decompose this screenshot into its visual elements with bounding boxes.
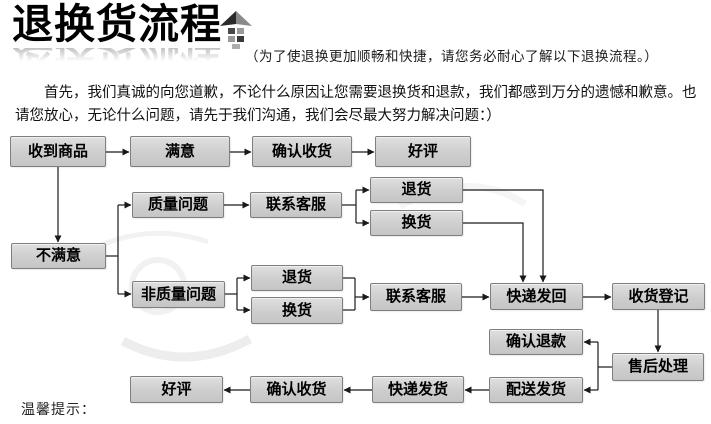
flow-node-satisfied: 满意 bbox=[130, 136, 230, 167]
flow-node-confirm-refund: 确认退款 bbox=[489, 329, 583, 355]
flow-node-unsatisfied: 不满意 bbox=[11, 243, 106, 269]
flow-node-quality-issue: 质量问题 bbox=[132, 192, 224, 218]
flow-node-contact-service-quality: 联系客服 bbox=[250, 192, 342, 218]
flow-node-confirm-receipt-top: 确认收货 bbox=[252, 136, 352, 167]
flow-edge bbox=[463, 222, 527, 283]
page-title: 退换货流程 bbox=[12, 1, 222, 47]
flow-node-exchange-quality: 换货 bbox=[370, 210, 463, 236]
flow-edge bbox=[463, 189, 547, 283]
page-subtitle: （为了使退换更加顺畅和快捷，请您务必耐心了解以下退换流程。） bbox=[245, 49, 659, 64]
flow-node-contact-service-nonquality: 联系客服 bbox=[370, 283, 462, 311]
flow-node-confirm-receipt-bottom: 确认收货 bbox=[250, 376, 343, 403]
flow-node-praise-top: 好评 bbox=[375, 136, 471, 167]
flow-node-express-send-back: 快递发回 bbox=[490, 283, 583, 310]
flow-node-exchange-nonquality: 换货 bbox=[251, 297, 343, 324]
flow-node-return-quality: 退货 bbox=[370, 177, 463, 203]
flow-node-praise-bottom: 好评 bbox=[130, 376, 223, 403]
flow-node-non-quality-issue: 非质量问题 bbox=[132, 281, 225, 308]
house-up-arrow-icon bbox=[220, 11, 252, 49]
flow-node-receipt-register: 收货登记 bbox=[612, 283, 705, 310]
flow-node-receive-goods: 收到商品 bbox=[10, 136, 106, 167]
flow-node-express-delivery: 快递发货 bbox=[372, 376, 464, 403]
flow-node-dispatch-goods: 配送发货 bbox=[489, 377, 583, 403]
flow-node-return-nonquality: 退货 bbox=[251, 265, 343, 291]
intro-text: 首先，我们真诚的向您道歉，不论什么原因让您需要退换货和退款，我们都感到万分的遗憾… bbox=[15, 85, 697, 125]
tips-label: 温馨提示： bbox=[21, 401, 96, 417]
flow-node-aftersale-handling: 售后处理 bbox=[612, 353, 704, 381]
